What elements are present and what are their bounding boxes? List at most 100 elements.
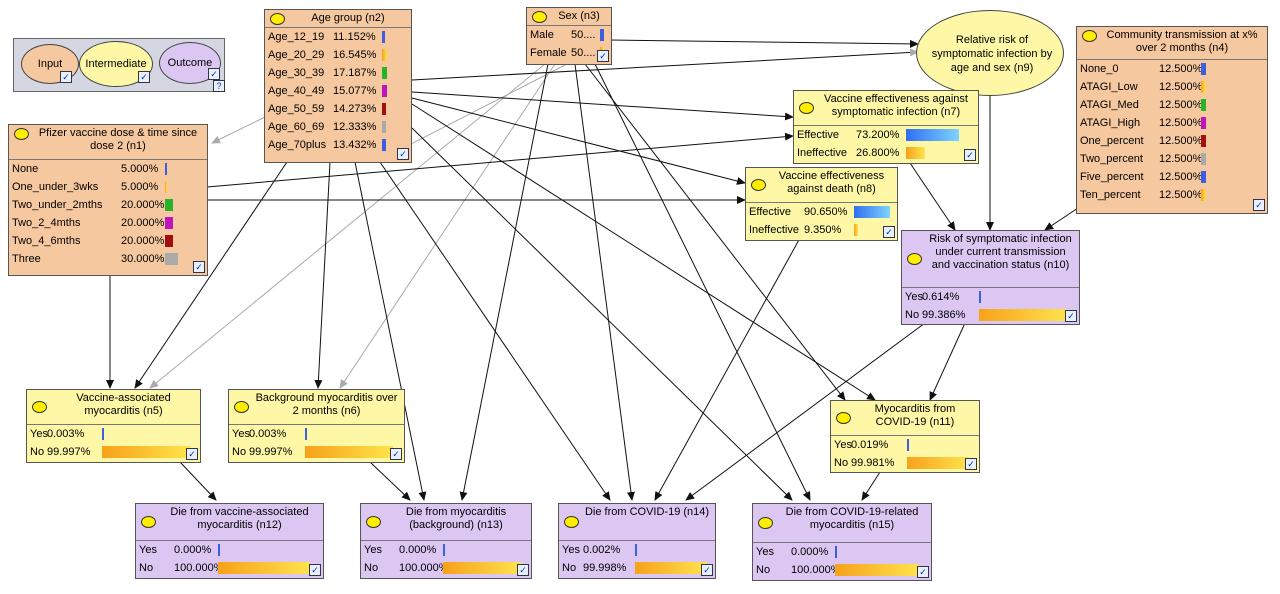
node-n15-title: Die from COVID-19-related myocarditis (n… — [785, 506, 919, 531]
state-probability: 12.500% — [1159, 63, 1203, 75]
node-n15[interactable]: Die from COVID-19-related myocarditis (n… — [752, 503, 932, 581]
arc-n3-n14 — [574, 63, 635, 501]
probability-bar — [443, 562, 521, 574]
node-n11-check[interactable]: ✓ — [965, 458, 977, 470]
node-n12-title: Die from vaccine-associated myocarditis … — [170, 506, 309, 531]
node-n4-check[interactable]: ✓ — [1253, 199, 1265, 211]
legend-help-icon[interactable]: ? — [213, 80, 225, 92]
node-n13[interactable]: Die from myocarditis (background) (n13) … — [360, 503, 532, 579]
state-row[interactable]: Age_60_69 12.333% — [265, 118, 411, 136]
probability-bar — [382, 121, 386, 133]
legend-intermediate-check[interactable]: ✓ — [138, 71, 150, 83]
node-n4[interactable]: Community transmission at x% over 2 mont… — [1076, 26, 1268, 214]
node-n14-header: Die from COVID-19 (n14) — [559, 504, 715, 541]
node-n10[interactable]: Risk of symptomatic infection under curr… — [901, 230, 1080, 325]
node-n8-check[interactable]: ✓ — [883, 226, 895, 238]
node-n12-check[interactable]: ✓ — [309, 564, 321, 576]
state-probability: 12.333% — [333, 121, 377, 133]
node-n11-status-icon — [836, 412, 851, 424]
node-n1[interactable]: Pfizer vaccine dose & time since dose 2 … — [8, 124, 208, 276]
state-label: Ineffective — [797, 147, 847, 159]
node-n14-title: Die from COVID-19 (n14) — [584, 506, 710, 518]
node-n2-check[interactable]: ✓ — [397, 148, 409, 160]
state-label: Age_60_69 — [268, 121, 325, 133]
legend-outcome-check[interactable]: ✓ — [208, 68, 220, 80]
node-n7[interactable]: Vaccine effectiveness against symptomati… — [793, 90, 979, 164]
probability-bar — [907, 439, 909, 451]
node-n14-check[interactable]: ✓ — [701, 564, 713, 576]
node-n5-check[interactable]: ✓ — [186, 448, 198, 460]
node-n15-check[interactable]: ✓ — [917, 566, 929, 578]
legend-input-check[interactable]: ✓ — [60, 71, 72, 83]
node-n10-check[interactable]: ✓ — [1065, 310, 1077, 322]
node-n3-check[interactable]: ✓ — [597, 50, 609, 62]
node-n6[interactable]: Background myocarditis over 2 months (n6… — [228, 389, 405, 463]
state-probability: 5.000% — [121, 163, 159, 175]
node-n9[interactable]: Relative risk of symptomatic infection b… — [916, 10, 1064, 96]
node-n1-check[interactable]: ✓ — [193, 261, 205, 273]
node-n8[interactable]: Vaccine effectiveness against death (n8)… — [745, 167, 898, 241]
node-n12[interactable]: Die from vaccine-associated myocarditis … — [135, 503, 324, 579]
state-probability: 100.000% — [791, 564, 841, 576]
node-n7-check[interactable]: ✓ — [964, 149, 976, 161]
state-label: Age_30_39 — [268, 67, 325, 79]
node-n6-check[interactable]: ✓ — [390, 448, 402, 460]
arc-n3-n9 — [609, 39, 919, 48]
node-n13-check[interactable]: ✓ — [517, 564, 529, 576]
probability-bar — [102, 446, 190, 458]
arc-n3-n13 — [459, 63, 549, 501]
state-probability: 0.000% — [399, 544, 437, 556]
state-probability: 50.... — [571, 47, 596, 59]
node-n8-header: Vaccine effectiveness against death (n8) — [746, 168, 897, 203]
